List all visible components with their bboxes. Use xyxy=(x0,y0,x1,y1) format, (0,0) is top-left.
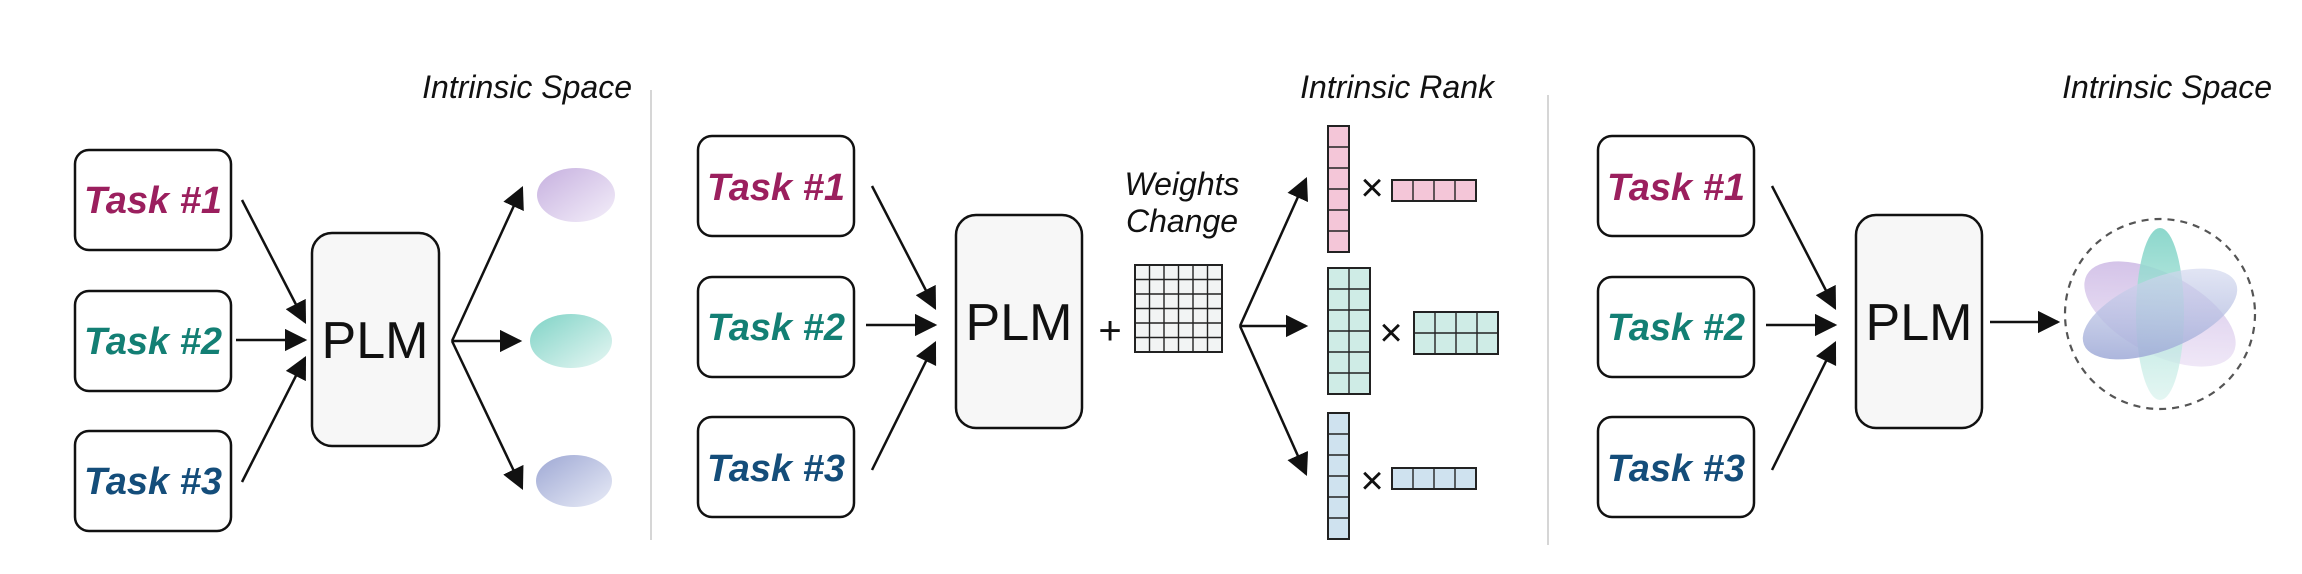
arrow-task3-plm xyxy=(240,355,307,483)
panel-right-caption: Intrinsic Space xyxy=(2062,69,2272,105)
space-ellipse-purple xyxy=(537,168,615,222)
task-box-r3: Task #3 xyxy=(1596,415,1756,519)
arrow-plm-space-1 xyxy=(450,185,524,342)
plm-box-left: PLM xyxy=(310,231,441,448)
arrow-fan-1 xyxy=(1238,176,1308,327)
panel-middle-caption: Intrinsic Rank xyxy=(1300,69,1496,105)
arrow-plm-space-3 xyxy=(450,340,524,491)
panel-right: Intrinsic Space Task #1 Task #2 Task #3 … xyxy=(1596,69,2272,519)
panel-left-caption: Intrinsic Space xyxy=(422,69,632,105)
weights-change-label-2: Change xyxy=(1126,203,1238,239)
arrow-rtask3-plm xyxy=(1770,340,1837,471)
plm-label-middle: PLM xyxy=(966,294,1073,352)
task-box-2: Task #2 xyxy=(73,289,233,393)
lowrank-3-column-matrix xyxy=(1327,412,1350,540)
arrow-mtask3-plm xyxy=(870,340,937,471)
task-label-m2: Task #2 xyxy=(707,307,845,349)
task-label-r1: Task #1 xyxy=(1607,167,1745,209)
task-label-m3: Task #3 xyxy=(707,448,845,490)
arrow-rtask1-plm xyxy=(1770,185,1837,310)
arrow-task1-plm xyxy=(240,199,307,324)
times-operator-3: × xyxy=(1360,459,1383,503)
plm-label-right: PLM xyxy=(1866,294,1973,352)
intrinsic-space-sphere xyxy=(2063,217,2257,411)
task-box-m1: Task #1 xyxy=(696,134,856,238)
lowrank-2-row-matrix xyxy=(1413,311,1499,355)
sphere-ellipse-blue xyxy=(2082,268,2238,360)
lowrank-1-column-matrix xyxy=(1327,125,1350,253)
plus-operator: + xyxy=(1098,309,1121,353)
task-label-2: Task #2 xyxy=(84,321,222,363)
panel-middle: Intrinsic Rank Task #1 Task #2 Task #3 P… xyxy=(696,69,1499,540)
task-box-r2: Task #2 xyxy=(1596,275,1756,379)
lowrank-2-column-matrix xyxy=(1327,267,1371,395)
times-operator-2: × xyxy=(1379,311,1402,355)
plm-box-middle: PLM xyxy=(954,213,1084,430)
task-label-m1: Task #1 xyxy=(707,167,845,209)
task-label-r3: Task #3 xyxy=(1607,448,1745,490)
task-box-3: Task #3 xyxy=(73,429,233,533)
times-operator-1: × xyxy=(1360,166,1383,210)
space-ellipse-teal xyxy=(530,314,612,368)
task-label-3: Task #3 xyxy=(84,461,222,503)
task-label-r2: Task #2 xyxy=(1607,307,1745,349)
lowrank-3-row-matrix xyxy=(1391,467,1477,490)
plm-label-left: PLM xyxy=(322,312,429,370)
task-box-1: Task #1 xyxy=(73,148,233,252)
task-box-m3: Task #3 xyxy=(696,415,856,519)
space-ellipse-blue xyxy=(536,455,612,507)
arrow-mtask1-plm xyxy=(870,185,937,310)
task-box-m2: Task #2 xyxy=(696,275,856,379)
task-box-r1: Task #1 xyxy=(1596,134,1756,238)
lowrank-1-row-matrix xyxy=(1391,179,1477,202)
weights-change-label-1: Weights xyxy=(1124,166,1239,202)
plm-box-right: PLM xyxy=(1854,213,1984,430)
task-label-1: Task #1 xyxy=(84,180,222,222)
arrow-fan-3 xyxy=(1238,325,1309,477)
panel-left: Intrinsic Space Task #1 Task #2 Task #3 … xyxy=(73,69,632,533)
weights-change-matrix xyxy=(1134,264,1223,353)
